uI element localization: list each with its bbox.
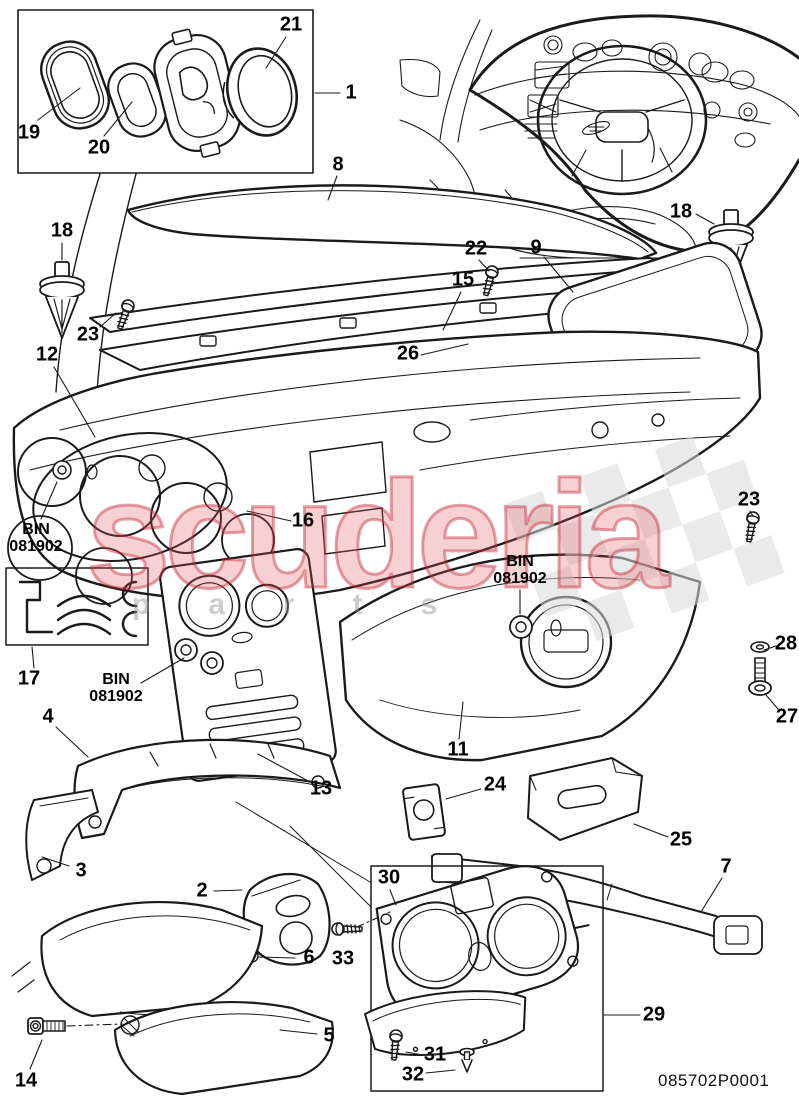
clip-kit-box-17	[5, 567, 149, 646]
dashboard-12	[7, 330, 762, 605]
vent-ring-19	[40, 40, 110, 130]
knob-bin-a	[52, 460, 98, 480]
inset-box-vents	[17, 9, 314, 174]
knob-bin-b	[174, 638, 224, 675]
top-pad-8	[126, 184, 658, 261]
clip-32	[459, 1047, 475, 1073]
document-part-number: 085702P0001	[658, 1071, 770, 1090]
vent-housing	[153, 28, 241, 158]
screw-23-right	[742, 510, 761, 544]
car-interior-sketch	[399, 14, 799, 259]
leader-curves-box1	[55, 173, 137, 411]
cluster-hood	[364, 990, 527, 1057]
bolt-27	[748, 657, 772, 696]
screw-33	[331, 922, 363, 936]
leader-lines	[29, 36, 779, 1074]
cover-5	[113, 1001, 334, 1096]
cowl-6	[11, 901, 264, 1018]
inset-box-29	[364, 865, 604, 1092]
bracket-24	[402, 783, 446, 841]
clip-18-left	[39, 261, 85, 339]
relationship-lines	[235, 801, 371, 907]
bolt-14	[27, 1017, 66, 1035]
bracket-4	[73, 738, 342, 840]
washer-28	[750, 641, 770, 653]
bracket-25	[527, 757, 643, 841]
lower-dash-11	[338, 553, 702, 762]
vent-bezel-21	[222, 47, 298, 137]
knob-bin-c	[509, 615, 562, 639]
